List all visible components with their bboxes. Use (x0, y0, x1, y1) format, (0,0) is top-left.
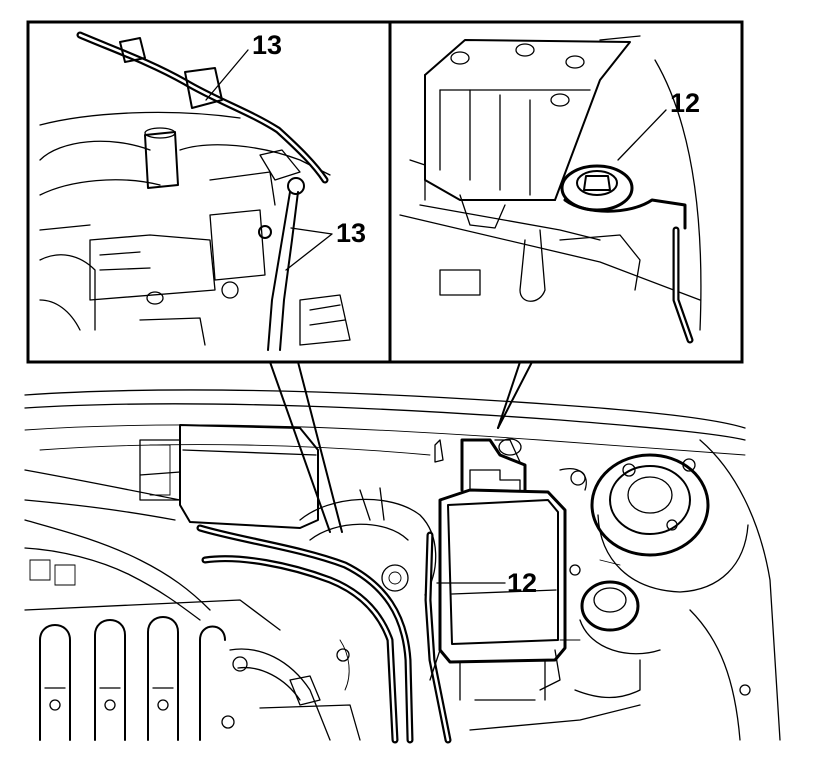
callout-13-right-label: 13 (336, 218, 366, 248)
callout-12-main-label: 12 (507, 568, 537, 598)
fuse-box (429, 438, 567, 701)
callout-12-main: 12 (436, 568, 537, 598)
callout-13-top: 13 (205, 30, 282, 101)
strut-tower (590, 453, 749, 593)
intake-runners (24, 599, 281, 741)
leader-line-left-inset (269, 361, 331, 533)
callout-12-top: 12 (617, 88, 700, 161)
callout-13-right: 13 (285, 218, 366, 271)
callout-13-top-label: 13 (252, 30, 282, 60)
callout-12-top-label: 12 (670, 88, 700, 118)
leader-line-right-inset (497, 361, 521, 429)
right-inset-detail (388, 20, 744, 364)
main-engine-bay-view (24, 389, 781, 744)
left-inset-detail (26, 20, 392, 364)
